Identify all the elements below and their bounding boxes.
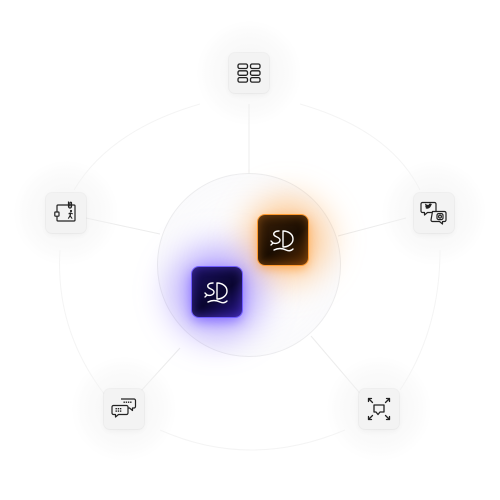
grid-list-icon xyxy=(237,63,261,83)
node-design-canvas[interactable] xyxy=(46,193,86,233)
social-media-icon xyxy=(420,201,447,225)
logo-mark-purple xyxy=(204,282,228,304)
chat-messages-icon xyxy=(111,398,137,418)
logo-tile-orange[interactable] xyxy=(258,215,308,265)
node-chat-messages[interactable] xyxy=(104,389,144,429)
node-screen-capture[interactable] xyxy=(359,389,399,429)
logo-tile-purple[interactable] xyxy=(192,267,242,317)
logo-mark-orange xyxy=(270,230,294,252)
node-social-media[interactable] xyxy=(414,193,454,233)
node-grid-list[interactable] xyxy=(229,53,269,93)
design-canvas-icon xyxy=(54,201,76,222)
screen-capture-icon xyxy=(367,397,391,421)
